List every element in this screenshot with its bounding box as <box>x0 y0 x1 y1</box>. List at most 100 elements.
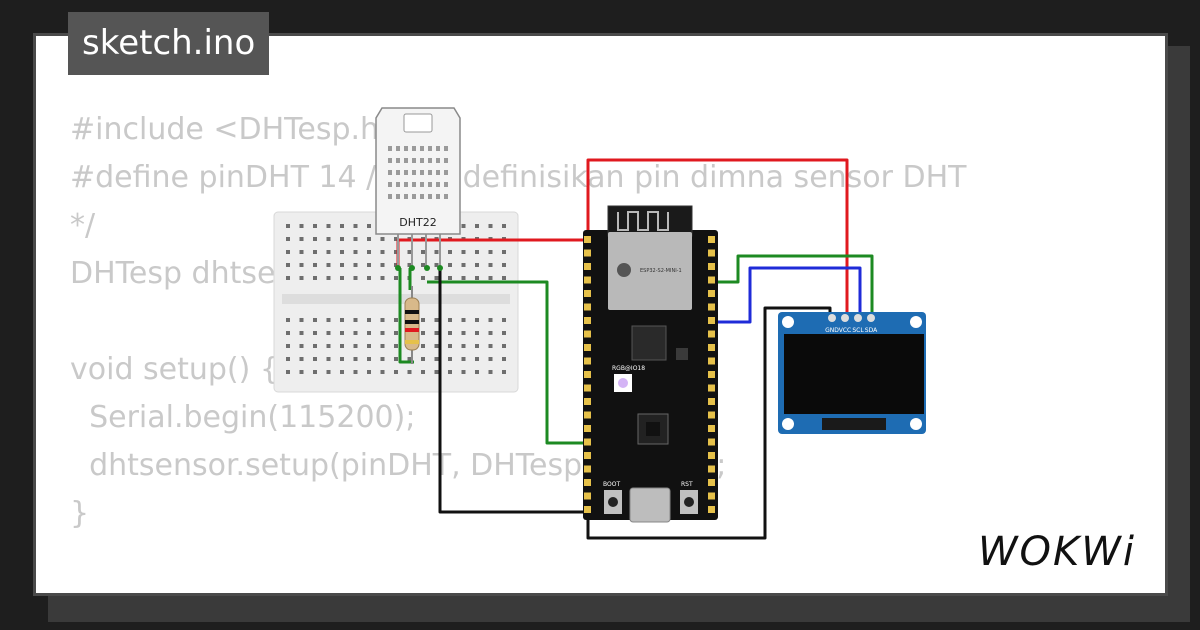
dht-vent <box>436 182 440 187</box>
breadboard-hole <box>313 263 317 267</box>
breadboard-hole <box>488 331 493 335</box>
breadboard-hole <box>367 370 371 374</box>
breadboard-hole <box>502 263 506 267</box>
esp-pin <box>708 263 715 270</box>
breadboard-hole <box>286 370 290 374</box>
breadboard-hole <box>461 263 466 267</box>
breadboard-hole <box>488 357 493 361</box>
breadboard-hole <box>394 318 398 322</box>
breadboard-hole <box>313 224 317 228</box>
breadboard-hole <box>394 276 398 280</box>
breadboard-hole <box>407 357 412 361</box>
breadboard-hole <box>299 263 304 267</box>
breadboard-hole <box>502 318 506 322</box>
breadboard-hole <box>461 318 466 322</box>
esp-pin <box>708 357 715 365</box>
esp-pin <box>584 492 591 500</box>
breadboard-hole <box>340 344 344 348</box>
esp-pin <box>584 276 591 284</box>
dht-vent <box>396 194 400 199</box>
breadboard-hole <box>313 370 317 374</box>
breadboard-hole <box>475 224 479 228</box>
esp-pin <box>584 263 591 270</box>
breadboard-hole <box>340 224 344 228</box>
breadboard-hole <box>353 344 358 348</box>
breadboard-hole <box>448 331 452 335</box>
breadboard-hole <box>299 318 304 322</box>
breadboard-hole <box>448 344 452 348</box>
breadboard-hole <box>421 318 425 322</box>
breadboard-hole <box>353 276 358 280</box>
dht-vent <box>428 158 432 163</box>
esp-pin <box>584 425 591 432</box>
breadboard-hole <box>421 344 425 348</box>
breadboard-hole <box>475 344 479 348</box>
breadboard-hole <box>367 318 371 322</box>
esp-pin <box>708 317 715 324</box>
oled-display: GND VCC SCL SDA <box>778 312 926 434</box>
esp-module-label: ESP32-S2-MINI-1 <box>640 268 682 274</box>
breadboard-hole <box>502 224 506 228</box>
dht-vent <box>444 194 448 199</box>
breadboard-hole <box>340 250 344 254</box>
dht-vent <box>388 182 392 187</box>
breadboard-hole <box>286 237 290 241</box>
dht-vent <box>444 182 448 187</box>
esp-pin <box>584 317 591 324</box>
rst-label: RST <box>681 481 693 488</box>
breadboard-hole <box>448 263 452 267</box>
breadboard-hole <box>367 331 371 335</box>
dht-vent <box>388 170 392 175</box>
breadboard-hole <box>461 276 466 280</box>
breadboard-hole <box>434 318 439 322</box>
wire-red-oled-vcc <box>586 158 849 318</box>
dht-vent <box>388 146 392 151</box>
breadboard-hole <box>353 250 358 254</box>
esp-pin <box>584 249 591 257</box>
esp-pin <box>708 452 715 459</box>
code-line: Serial.begin(115200); <box>70 400 416 435</box>
dht22-sensor: DHT22 <box>375 107 461 271</box>
breadboard-hole <box>475 318 479 322</box>
esp-pin <box>584 236 591 243</box>
breadboard-hole <box>394 344 398 348</box>
breadboard-hole <box>286 250 290 254</box>
breadboard-hole <box>475 276 479 280</box>
breadboard-hole <box>313 344 317 348</box>
breadboard-hole <box>475 357 479 361</box>
breadboard-hole <box>380 331 385 335</box>
sketch-title: sketch.ino <box>68 12 270 75</box>
breadboard-hole <box>502 370 506 374</box>
breadboard-hole <box>448 276 452 280</box>
breadboard-hole <box>380 370 385 374</box>
dht22-label: DHT22 <box>399 216 436 229</box>
dht-vent <box>404 194 408 199</box>
breadboard-hole <box>353 224 358 228</box>
wire-black-dht-gnd <box>438 268 588 514</box>
wire-green-oled-sda <box>712 254 874 318</box>
dht-vent <box>412 158 416 163</box>
dht-vent <box>420 158 424 163</box>
esp-pin <box>708 236 715 243</box>
esp-pin <box>584 506 591 513</box>
dht-vent <box>396 170 400 175</box>
esp-pin <box>708 344 715 351</box>
breadboard-hole <box>434 263 439 267</box>
breadboard-hole <box>353 370 358 374</box>
breadboard-hole <box>448 357 452 361</box>
breadboard-hole <box>353 331 358 335</box>
breadboard-hole <box>326 224 331 228</box>
breadboard-hole <box>326 237 331 241</box>
esp-pin <box>708 249 715 257</box>
wire-green-dht-data <box>427 280 588 445</box>
esp-pin <box>708 438 715 446</box>
breadboard-hole <box>340 370 344 374</box>
esp-pin <box>708 398 715 405</box>
breadboard-hole <box>286 263 290 267</box>
breadboard-hole <box>380 357 385 361</box>
breadboard-hole <box>448 370 452 374</box>
breadboard-hole <box>475 263 479 267</box>
dht-vent <box>404 182 408 187</box>
breadboard-hole <box>340 276 344 280</box>
